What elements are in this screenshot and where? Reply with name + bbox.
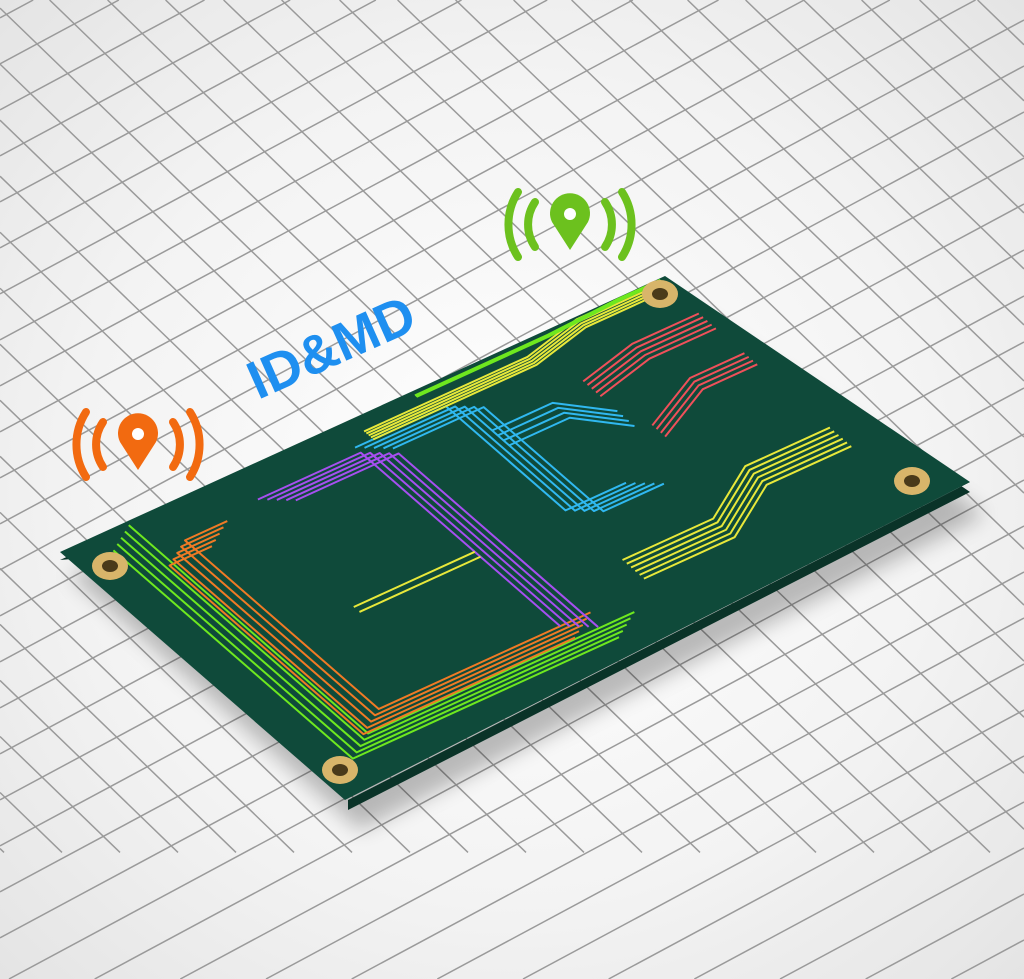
trace [589, 328, 727, 396]
location-signal-icon [72, 408, 204, 481]
grid-line [513, 0, 1024, 494]
trace [170, 469, 576, 734]
grid-line [0, 19, 1024, 571]
grid-line [0, 791, 63, 853]
trace [630, 353, 768, 425]
grid-line [919, 0, 1024, 102]
trace [286, 453, 588, 674]
trace [365, 379, 636, 552]
trace [359, 557, 480, 612]
grid-line [745, 0, 1024, 270]
trace [117, 423, 623, 753]
trace [607, 439, 871, 571]
grid-line [351, 617, 1024, 979]
grid-line [571, 0, 1024, 438]
grid-line [0, 0, 205, 111]
trace [603, 435, 867, 567]
grid-line [522, 709, 1024, 979]
trace [498, 391, 623, 460]
trace [357, 285, 677, 436]
grid-line [0, 0, 120, 65]
trace [383, 379, 654, 552]
mounting-holes [92, 280, 930, 784]
trace [177, 456, 583, 721]
grid-line [0, 0, 462, 249]
trace [129, 404, 635, 734]
logo-text: ID&MD [238, 284, 424, 411]
trace [412, 280, 663, 396]
grid-line [0, 0, 34, 19]
grid-line [179, 525, 1024, 979]
trace [277, 453, 579, 674]
grid-line [0, 735, 121, 853]
trace [634, 357, 772, 429]
grid-line [0, 623, 237, 853]
mounting-hole [92, 552, 128, 580]
mounting-hole [642, 280, 678, 308]
grid-line [608, 755, 1024, 979]
trace [576, 317, 714, 385]
grid-line [629, 0, 1024, 382]
grid-line [779, 847, 1024, 979]
trace [642, 364, 780, 436]
mounting-hole [322, 756, 358, 784]
grid-line [803, 0, 1024, 214]
trace [585, 325, 723, 393]
trace [504, 396, 629, 465]
trace [374, 379, 645, 552]
location-signal-icon [504, 188, 636, 261]
trace [594, 428, 858, 560]
trace [173, 463, 579, 728]
trace [354, 552, 475, 607]
grid-line [0, 0, 719, 387]
trace [355, 283, 675, 434]
grid-line [0, 511, 353, 853]
grid-line [0, 847, 5, 853]
trace [598, 431, 862, 563]
mounting-hole [894, 467, 930, 495]
grid-line [265, 571, 1024, 979]
grid-line [0, 0, 634, 341]
trace [360, 287, 680, 438]
grid-line [977, 0, 1024, 46]
trace [611, 442, 875, 574]
trace [509, 401, 634, 470]
trace [113, 429, 619, 759]
grid-line [687, 0, 1024, 326]
trace [413, 280, 664, 396]
trace [125, 410, 631, 740]
trace [572, 313, 710, 381]
trace [258, 453, 560, 674]
circuit-traces [97, 280, 915, 759]
grid-line [865, 893, 1024, 979]
trace [181, 450, 587, 715]
grid-line [0, 567, 295, 853]
grid-line [0, 0, 377, 203]
trace [414, 281, 665, 397]
grid-line [0, 0, 291, 157]
grid-line [0, 0, 891, 479]
trace [638, 361, 776, 433]
grid-line [436, 663, 1024, 979]
grid-line [861, 0, 1024, 158]
trace [121, 416, 627, 746]
trace [296, 453, 598, 674]
grid-line [0, 0, 805, 433]
trace [615, 446, 879, 578]
trace [393, 380, 664, 553]
trace [362, 289, 682, 440]
trace [580, 321, 718, 389]
grid-line [0, 679, 179, 853]
grid-line [0, 0, 548, 295]
trace [185, 444, 591, 709]
grid-line [0, 0, 976, 525]
grid-line [950, 939, 1024, 979]
trace [492, 386, 617, 455]
trace [267, 453, 569, 674]
